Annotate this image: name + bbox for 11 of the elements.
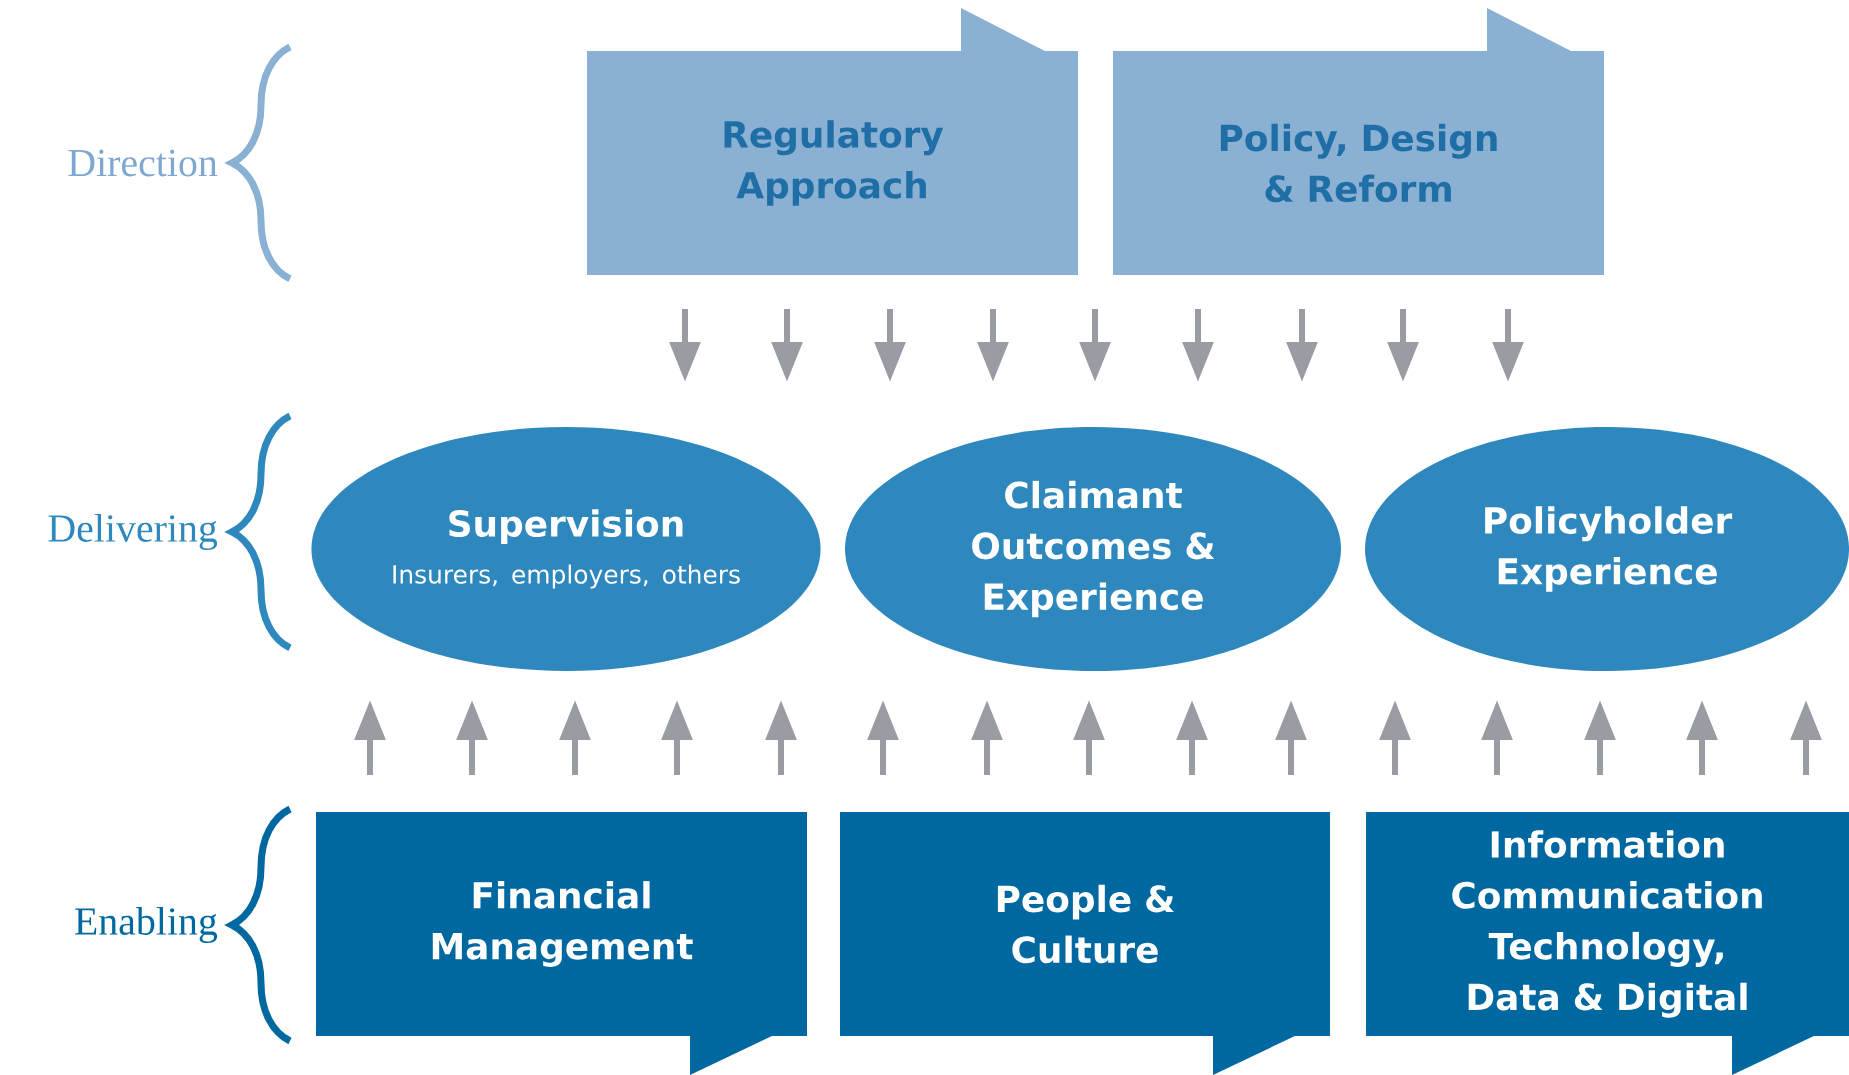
callout-box: Financial Management	[316, 812, 807, 1075]
ellipse-node: Supervision Insurers, employers, others	[311, 427, 821, 671]
flag-box: Policy, Design & Reform	[1113, 8, 1604, 275]
callout-box: Information Communication Technology, Data & Digital	[1366, 812, 1849, 1075]
row-label: Direction	[68, 149, 218, 177]
row-label: Enabling	[75, 906, 218, 944]
row-label: Delivering	[48, 513, 218, 551]
ellipse-node: Policyholder Experience	[1365, 427, 1849, 671]
callout-box: People & Culture	[840, 812, 1330, 1075]
flag-box: Regulatory Approach	[587, 8, 1078, 275]
ellipse-node: Claimant Outcomes & Experience	[845, 427, 1341, 671]
